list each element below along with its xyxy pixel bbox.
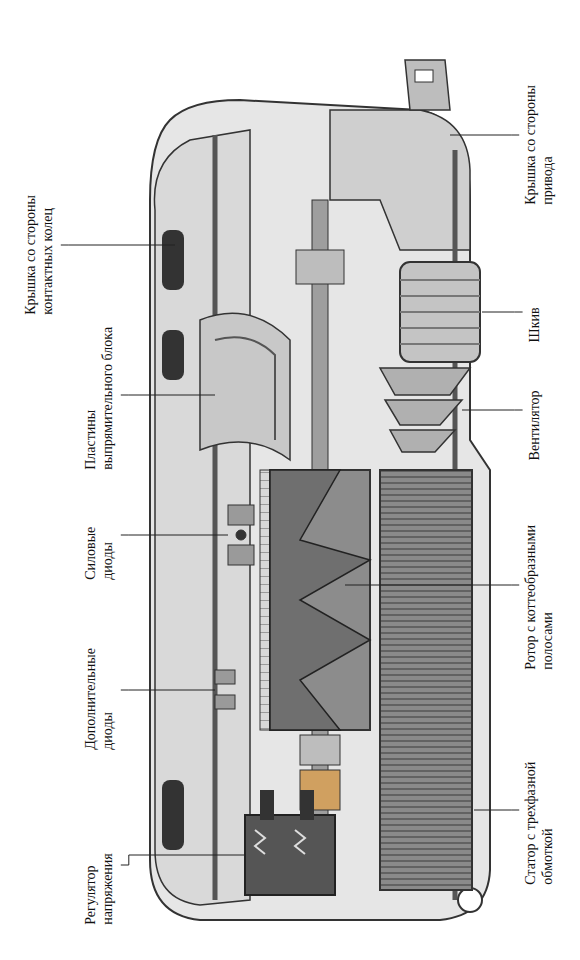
part-label: Крышка со стороны привода (523, 65, 557, 205)
leader-line (462, 410, 523, 411)
housing (150, 60, 490, 920)
part-label: Дополнительные диоды (83, 630, 117, 750)
leader-line (61, 245, 175, 246)
pulley (400, 262, 480, 362)
part-label: Статор с трехфазной обмоткой (523, 735, 557, 885)
rotor (270, 470, 370, 730)
part-label: Регулятор напряжения (83, 805, 117, 925)
fan (380, 368, 470, 452)
leader-line (121, 395, 215, 396)
part-label: Крышка со стороны контактных колец (23, 175, 57, 315)
part-label: Шкив (527, 282, 544, 342)
aux-diodes (215, 670, 235, 709)
power-diodes (228, 505, 254, 565)
leader-line (450, 135, 519, 136)
leader-line (482, 312, 523, 313)
rectifier (200, 313, 290, 460)
part-label: Силовые диоды (83, 490, 117, 580)
leader-line (121, 690, 215, 691)
leader-line (121, 535, 228, 536)
part-label: Пластины выпрямительного блока (83, 320, 117, 470)
part-label: Вентилятор (527, 360, 544, 460)
leader-line (121, 855, 245, 865)
leader-line (345, 585, 519, 586)
part-label: Ротор с коттеобразными полосами (523, 500, 557, 670)
voltage-regulator (245, 790, 335, 895)
leader-line (474, 810, 519, 811)
